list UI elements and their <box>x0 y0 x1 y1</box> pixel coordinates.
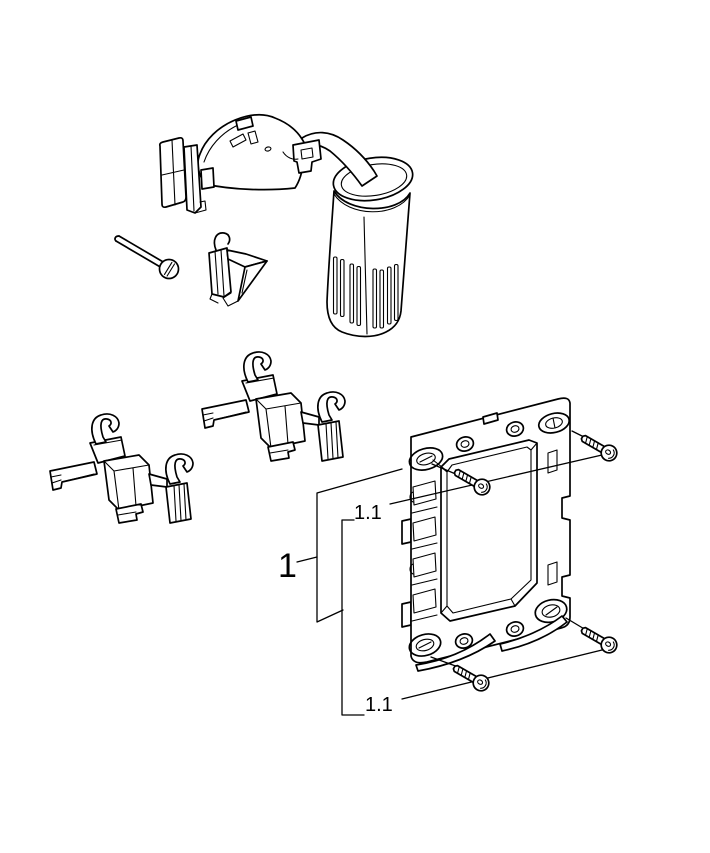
mounting-clip-right-drawing <box>201 351 346 462</box>
pan-head-screw-bottom-inner <box>449 659 493 695</box>
basket-slots <box>332 256 399 329</box>
leader-line-bottom <box>401 649 603 700</box>
callout-tick-1 <box>296 556 318 563</box>
screw-axis-lines <box>430 430 592 669</box>
flush-bend-assembly-drawing <box>158 114 414 338</box>
leader-line-top <box>389 454 603 505</box>
callout-bracket-1 <box>316 468 403 623</box>
mounting-clip-left-drawing <box>49 413 194 524</box>
flush-bend-body <box>197 114 322 191</box>
callout-label-detail-bottom: 1.1 <box>365 694 393 716</box>
callout-lines <box>296 430 603 716</box>
screw-hole <box>454 421 525 649</box>
anchor-spring <box>415 615 568 672</box>
keyhole-slot-bottom-left <box>408 633 442 657</box>
callout-label-group: 1 <box>278 547 297 585</box>
slotted-screw-drawing <box>114 235 180 280</box>
callout-label-detail-top: 1.1 <box>354 502 382 524</box>
frame-left-clips <box>409 480 438 622</box>
mounting-frame-drawing <box>401 397 571 672</box>
corner-bracket-drawing <box>208 232 268 307</box>
paddle-plate <box>158 136 215 214</box>
keyhole-slot-top-left <box>408 447 444 471</box>
callout-bracket-1-1 <box>341 519 365 716</box>
keyhole-slot-top-right <box>537 412 571 434</box>
